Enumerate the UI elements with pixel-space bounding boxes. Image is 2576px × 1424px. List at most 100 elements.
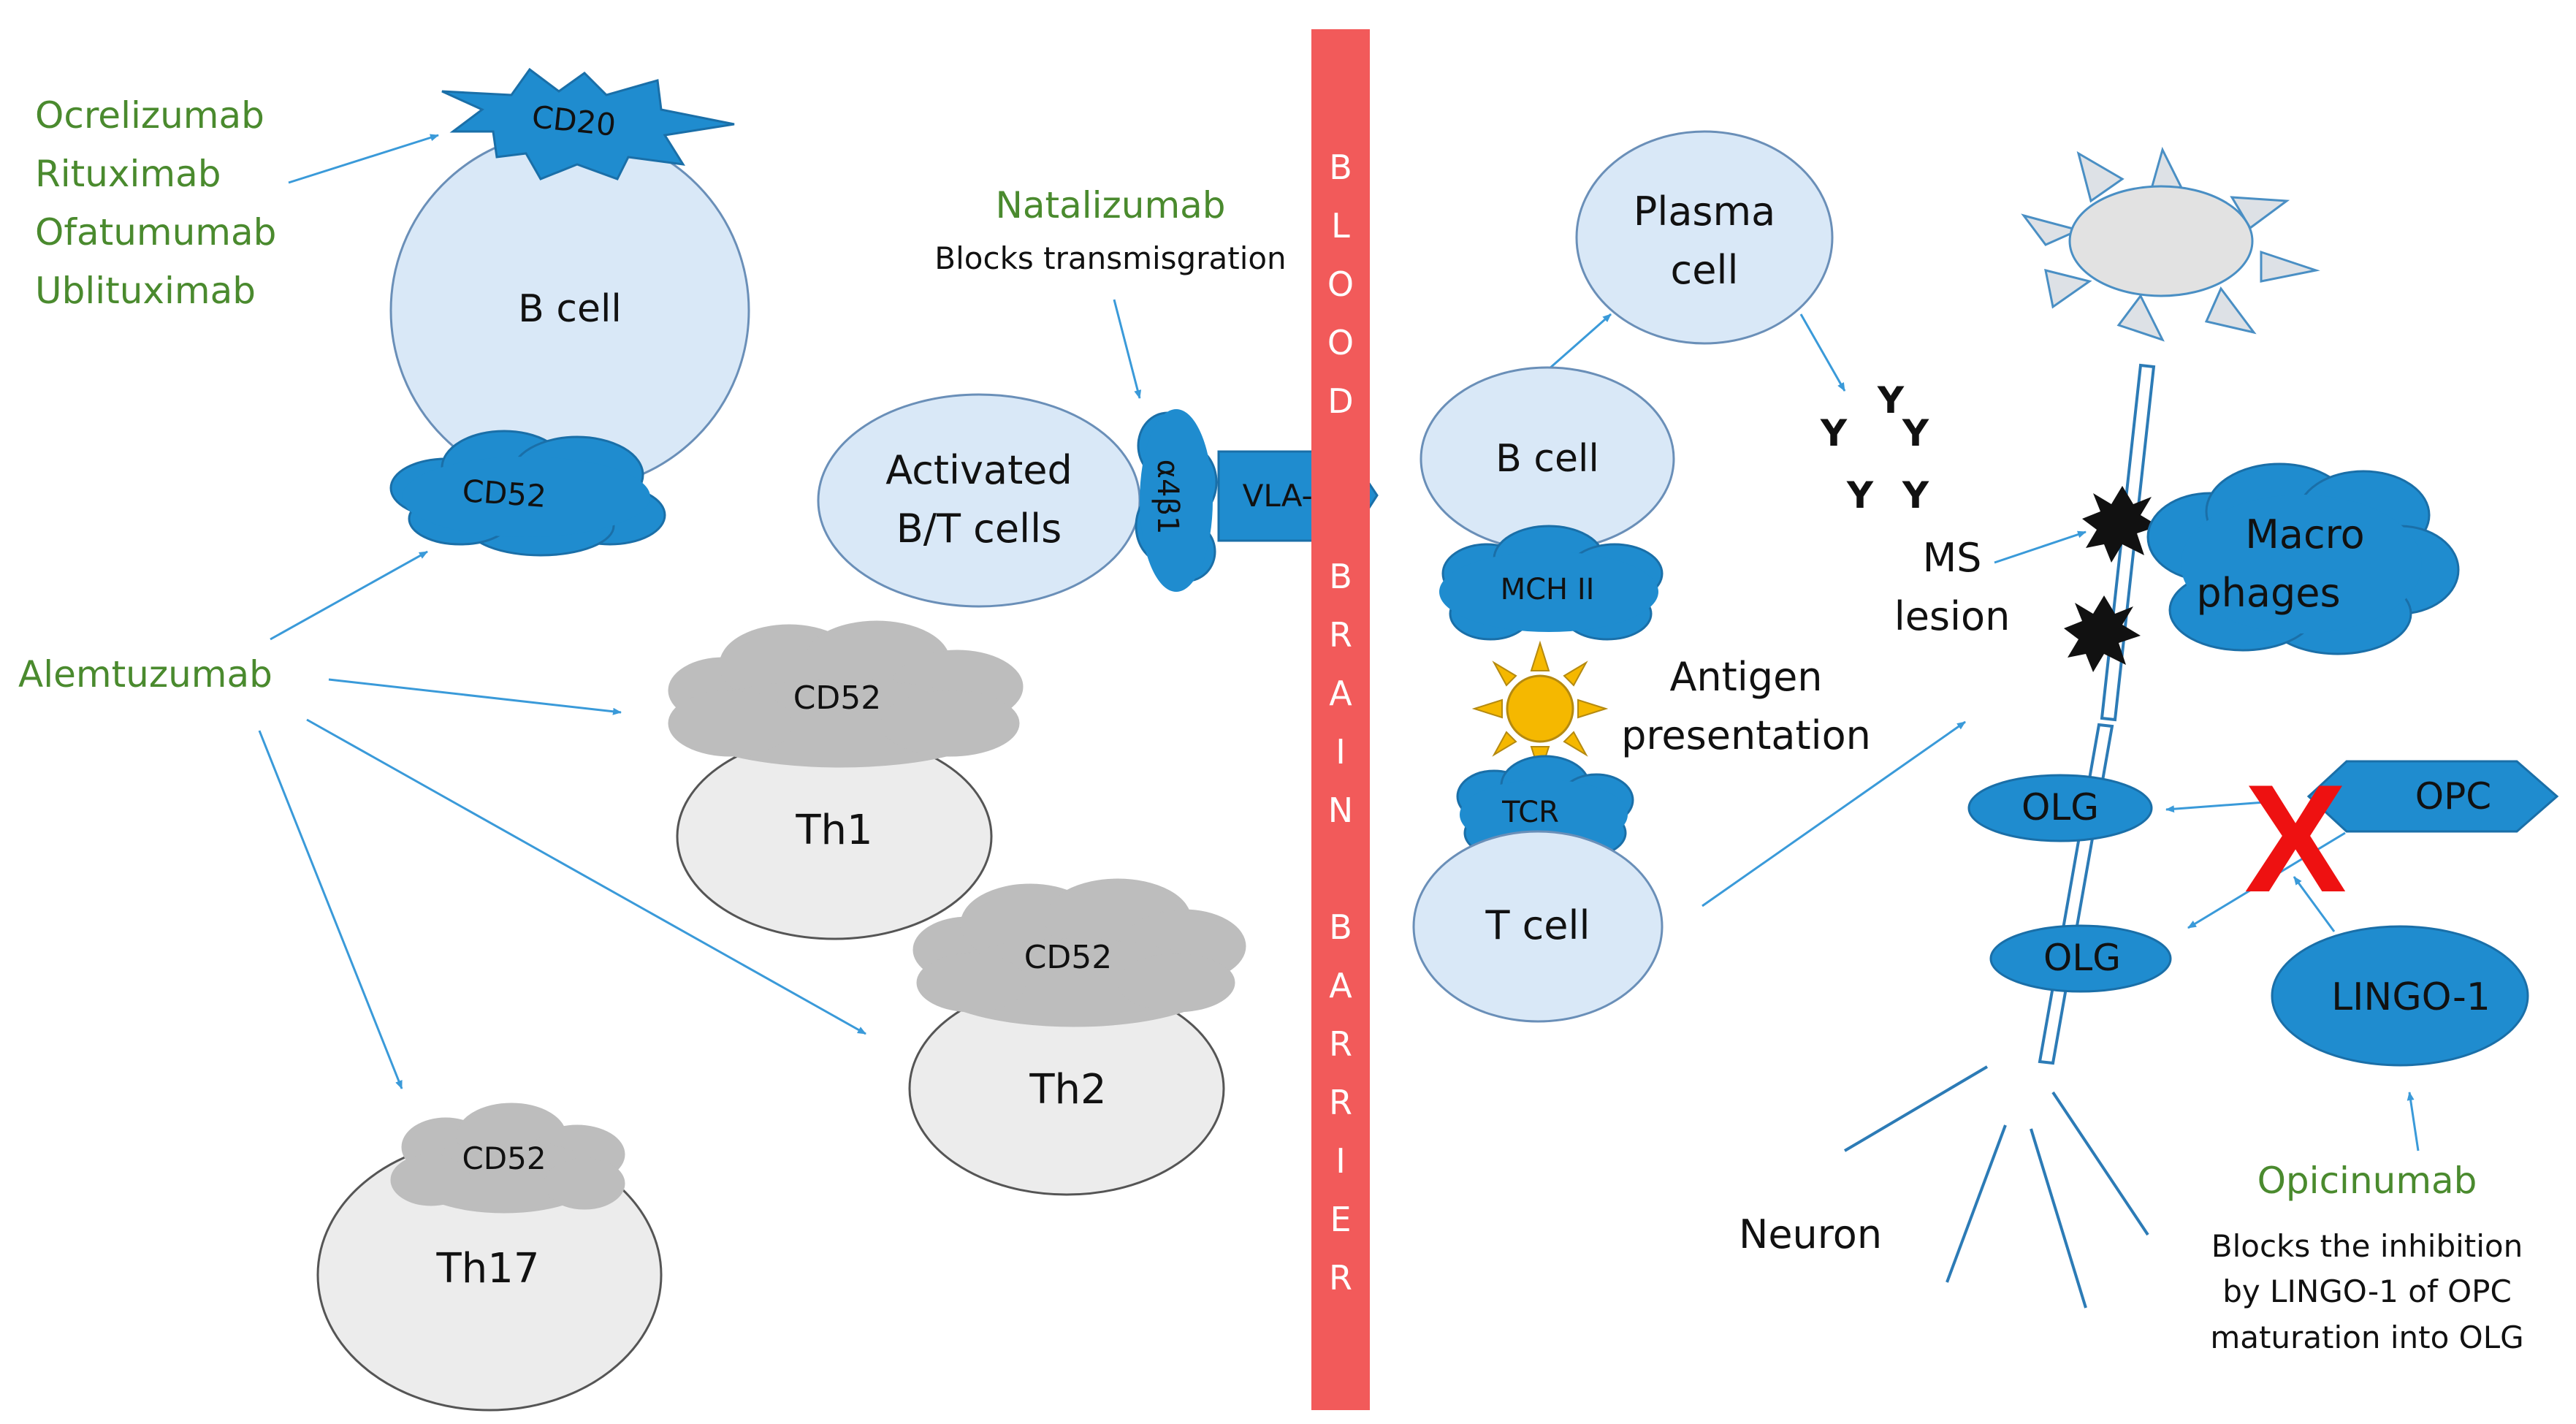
plasma-label-line1: Plasma xyxy=(1634,189,1775,235)
cd20-starburst xyxy=(441,67,735,180)
antibody-y: Y xyxy=(1902,412,1929,454)
b-cell-right-label: B cell xyxy=(1495,437,1599,481)
arrow-lingo-x xyxy=(2293,876,2336,932)
barrier-letters: B L O O D B R A I N B A R R I E R xyxy=(1327,148,1354,1298)
th17-cell: CD52 Th17 xyxy=(316,1103,663,1412)
antigen-label-line1: Antigen xyxy=(1669,654,1822,700)
activated-label-line1: Activated xyxy=(885,447,1072,493)
antigen-label-line2: presentation xyxy=(1621,712,1871,758)
arrow-tcell-lesion xyxy=(1702,720,1966,907)
neuron-soma xyxy=(2068,185,2254,297)
opc-marker: OPC xyxy=(2306,760,2559,833)
macrophages-label-line2: phages xyxy=(2196,570,2340,616)
b-cell-left-label: B cell xyxy=(518,287,622,331)
cd20-drug-list: Ocrelizumab Rituximab Ofatumumab Ublitux… xyxy=(35,94,276,312)
a4b1-marker: α4β1 xyxy=(1135,409,1218,592)
antigen-core xyxy=(1506,674,1574,743)
bbb-letter: R xyxy=(1329,1024,1352,1064)
t-cell-body xyxy=(1412,830,1664,1023)
plasma-cell: Plasma cell xyxy=(1575,130,1834,345)
arrow-alem-th17 xyxy=(258,730,403,1089)
arrow-opc-olg-lower xyxy=(2187,831,2346,929)
cd52-blue-label: CD52 xyxy=(461,473,547,514)
b-cell-right: B cell xyxy=(1420,366,1675,552)
lingo-1-label: LINGO-1 xyxy=(2331,975,2491,1019)
olg-upper-label: OLG xyxy=(2021,786,2099,829)
bbb-letter: A xyxy=(1329,966,1352,1005)
antibodies: Y Y Y Y Y xyxy=(1820,379,1929,517)
cd20-label: CD20 xyxy=(530,99,618,143)
natalizumab-note: Blocks transmisgration xyxy=(934,240,1286,276)
ms-lesion-label-line1: MS xyxy=(1923,535,1982,581)
opc-label: OPC xyxy=(2415,775,2491,818)
plasma-body xyxy=(1575,130,1834,345)
macrophages: Macro phages xyxy=(2146,462,2460,655)
th1-cell: CD52 Th1 xyxy=(668,620,1024,940)
lingo-1: LINGO-1 xyxy=(2271,925,2529,1067)
arrow-plasma-antibody xyxy=(1799,313,1846,392)
olg-upper: OLG xyxy=(1967,774,2153,842)
bbb-letter: A xyxy=(1329,674,1352,713)
antibody-y: Y xyxy=(1877,379,1905,422)
activated-cells: Activated B/T cells xyxy=(817,393,1141,608)
opicinumab-note-line1: Blocks the inhibition xyxy=(2211,1228,2523,1264)
bbb-letter: N xyxy=(1328,791,1353,830)
bbb-letter: B xyxy=(1329,557,1352,596)
antibody-y: Y xyxy=(1846,474,1874,517)
activated-body xyxy=(817,393,1141,608)
bbb-letter: L xyxy=(1331,206,1350,245)
opicinumab-note-line3: maturation into OLG xyxy=(2210,1320,2523,1355)
olg-lower-body xyxy=(1989,924,2172,993)
arrow-opicinumab xyxy=(2407,1092,2420,1151)
th2-cd52-cloud xyxy=(912,878,1246,1027)
opicinumab-note-line2: by LINGO-1 of OPC xyxy=(2222,1273,2512,1309)
bbb-letter: R xyxy=(1329,1258,1352,1298)
bbb-letter: O xyxy=(1327,264,1354,304)
mch-ii-marker: MCH II xyxy=(1439,525,1664,641)
drug-natalizumab: Natalizumab xyxy=(995,184,1225,226)
th2-label: Th2 xyxy=(1029,1066,1106,1113)
drug-ocrelizumab: Ocrelizumab xyxy=(35,94,264,137)
olg-lower: OLG xyxy=(1989,924,2172,993)
bbb-letter: E xyxy=(1330,1200,1351,1239)
mch-ii-label: MCH II xyxy=(1501,573,1595,606)
th17-label: Th17 xyxy=(436,1245,540,1292)
b-cell-left: B cell xyxy=(389,130,750,491)
drug-alemtuzumab: Alemtuzumab xyxy=(18,653,273,696)
ms-lesion-label-line2: lesion xyxy=(1894,593,2011,639)
bbb-letter: O xyxy=(1327,323,1354,362)
bbb-letter: B xyxy=(1329,907,1352,947)
th17-cd52-label: CD52 xyxy=(462,1141,546,1176)
a4b1-label: α4β1 xyxy=(1151,460,1184,535)
arrow-alem-th1 xyxy=(328,678,622,715)
neuron-label: Neuron xyxy=(1739,1211,1882,1257)
th2-cell: CD52 Th2 xyxy=(908,878,1246,1196)
drug-opicinumab: Opicinumab xyxy=(2257,1160,2477,1202)
th1-cd52-label: CD52 xyxy=(793,679,882,717)
bbb-letter: R xyxy=(1329,1083,1352,1122)
macrophages-label-line1: Macro xyxy=(2245,511,2364,557)
drug-ublituximab: Ublituximab xyxy=(35,270,256,312)
drug-ofatumumab: Ofatumumab xyxy=(35,211,276,254)
opc-shape xyxy=(2306,760,2559,833)
cd52-blue-cloud: CD52 xyxy=(389,430,666,557)
th2-cd52-label: CD52 xyxy=(1024,939,1113,976)
olg-upper-body xyxy=(1967,774,2153,842)
bbb-letter: I xyxy=(1335,732,1346,772)
neuron-terminals xyxy=(1843,1065,2149,1309)
arrow-natalizumab xyxy=(1113,299,1142,399)
arrow-opc-olg-upper xyxy=(2165,801,2266,813)
plasma-label-line2: cell xyxy=(1671,247,1739,293)
arrow-alem-th2 xyxy=(306,718,866,1035)
antibody-y: Y xyxy=(1902,474,1929,517)
t-cell: T cell xyxy=(1412,830,1664,1023)
th1-cd52-cloud xyxy=(668,620,1024,768)
inhibition-x-mark: X xyxy=(2244,753,2347,924)
arrow-ms-lesion xyxy=(1994,530,2087,564)
tcr-marker: TCR xyxy=(1456,755,1634,856)
arrow-alem-bcell xyxy=(270,550,428,641)
cd20-marker: CD20 xyxy=(441,67,735,180)
bbb-letter: D xyxy=(1327,381,1353,421)
olg-lower-label: OLG xyxy=(2043,937,2121,979)
